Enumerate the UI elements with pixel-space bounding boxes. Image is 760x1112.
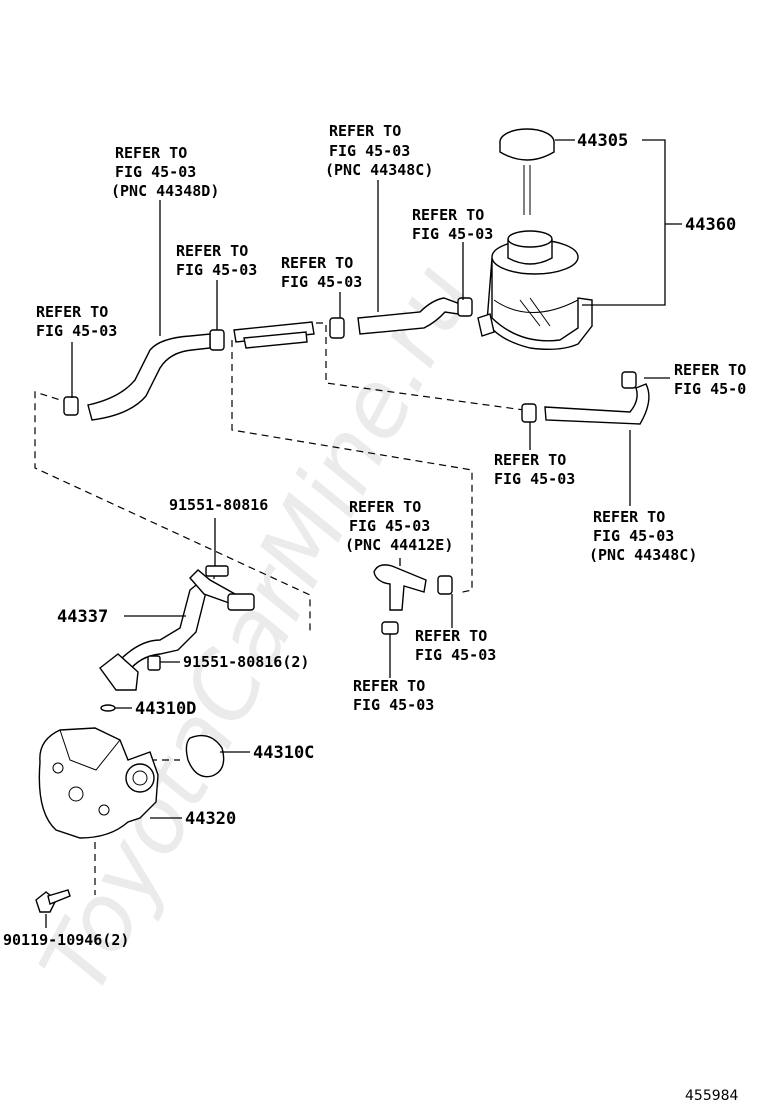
ref-label-pipe-clip-2: FIG 45-03	[281, 273, 362, 291]
dashed-guides	[34, 322, 525, 895]
ref-label-elbow-2: FIG 45-03	[349, 517, 430, 535]
ref-label-return-hose-2: FIG 45-03	[593, 527, 674, 545]
ref-label-top-left-1: REFER TO	[115, 144, 187, 162]
part-number-bolt-c: 90119-10946(2)	[3, 931, 129, 949]
reservoir-tank-icon	[477, 230, 593, 351]
pipe-44337-icon	[99, 569, 255, 691]
hose-icon	[87, 333, 211, 421]
ref-label-tank-clip-1: REFER TO	[412, 206, 484, 224]
part-number-gasket-small: 44310D	[135, 699, 196, 719]
ref-label-tank-clip-2: FIG 45-03	[412, 225, 493, 243]
bolt-icon	[147, 565, 229, 671]
ref-label-right-edge-1: REFER TO	[674, 361, 746, 379]
pump-leaders	[45, 817, 182, 928]
part-number-pump: 44320	[185, 809, 236, 829]
ref-label-top-left-3: (PNC 44348D)	[111, 182, 219, 200]
elbow-leaders	[389, 558, 453, 678]
diagram-id: 455984	[685, 1088, 739, 1104]
part-number-bolt-a: 91551-80816	[169, 496, 268, 514]
elbow-hose-icon	[373, 564, 427, 611]
part-number-pipe: 44337	[57, 607, 108, 627]
ref-label-top-left-2: FIG 45-03	[115, 163, 196, 181]
ref-label-elbow-clip-2: FIG 45-03	[415, 646, 496, 664]
ref-label-lower-clip-1: REFER TO	[494, 451, 566, 469]
cap-leaders	[555, 139, 682, 306]
ref-label-bottom-clip-1: REFER TO	[353, 677, 425, 695]
o-ring-icon	[100, 704, 225, 778]
part-number-oring: 44310C	[253, 743, 314, 763]
ref-label-elbow-3: (PNC 44412E)	[345, 536, 453, 554]
ref-label-bottom-clip-2: FIG 45-03	[353, 696, 434, 714]
ref-label-right-edge-2: FIG 45-0	[674, 380, 746, 398]
ref-label-elbow-clip-1: REFER TO	[415, 627, 487, 645]
ref-label-left-clip-1: REFER TO	[36, 303, 108, 321]
vane-pump-icon	[38, 727, 159, 839]
part-number-bolt-b: 91551-80816(2)	[183, 653, 309, 671]
reservoir-cap-icon	[499, 128, 555, 215]
part-number-reservoir: 44360	[685, 215, 736, 235]
ref-label-elbow-1: REFER TO	[349, 498, 421, 516]
part-number-cap: 44305	[577, 131, 628, 151]
pipe-leaders	[112, 518, 216, 709]
ref-label-return-hose-3: (PNC 44348C)	[589, 546, 697, 564]
ref-label-pipe-clip-1: REFER TO	[281, 254, 353, 272]
union-pipe-icon	[233, 321, 315, 349]
ref-label-mid-clip-2: FIG 45-03	[176, 261, 257, 279]
ref-label-top-center-3: (PNC 44348C)	[325, 161, 433, 179]
reference-leaders-top	[71, 180, 670, 506]
ref-label-mid-clip-1: REFER TO	[176, 242, 248, 260]
ref-label-top-center-1: REFER TO	[329, 122, 401, 140]
ref-label-top-center-2: FIG 45-03	[329, 142, 410, 160]
ref-label-return-hose-1: REFER TO	[593, 508, 665, 526]
hose-icon	[544, 383, 650, 425]
hose-clamp-icon	[63, 297, 637, 635]
ref-label-lower-clip-2: FIG 45-03	[494, 470, 575, 488]
ref-label-left-clip-2: FIG 45-03	[36, 322, 117, 340]
bolt-icon	[35, 889, 71, 913]
